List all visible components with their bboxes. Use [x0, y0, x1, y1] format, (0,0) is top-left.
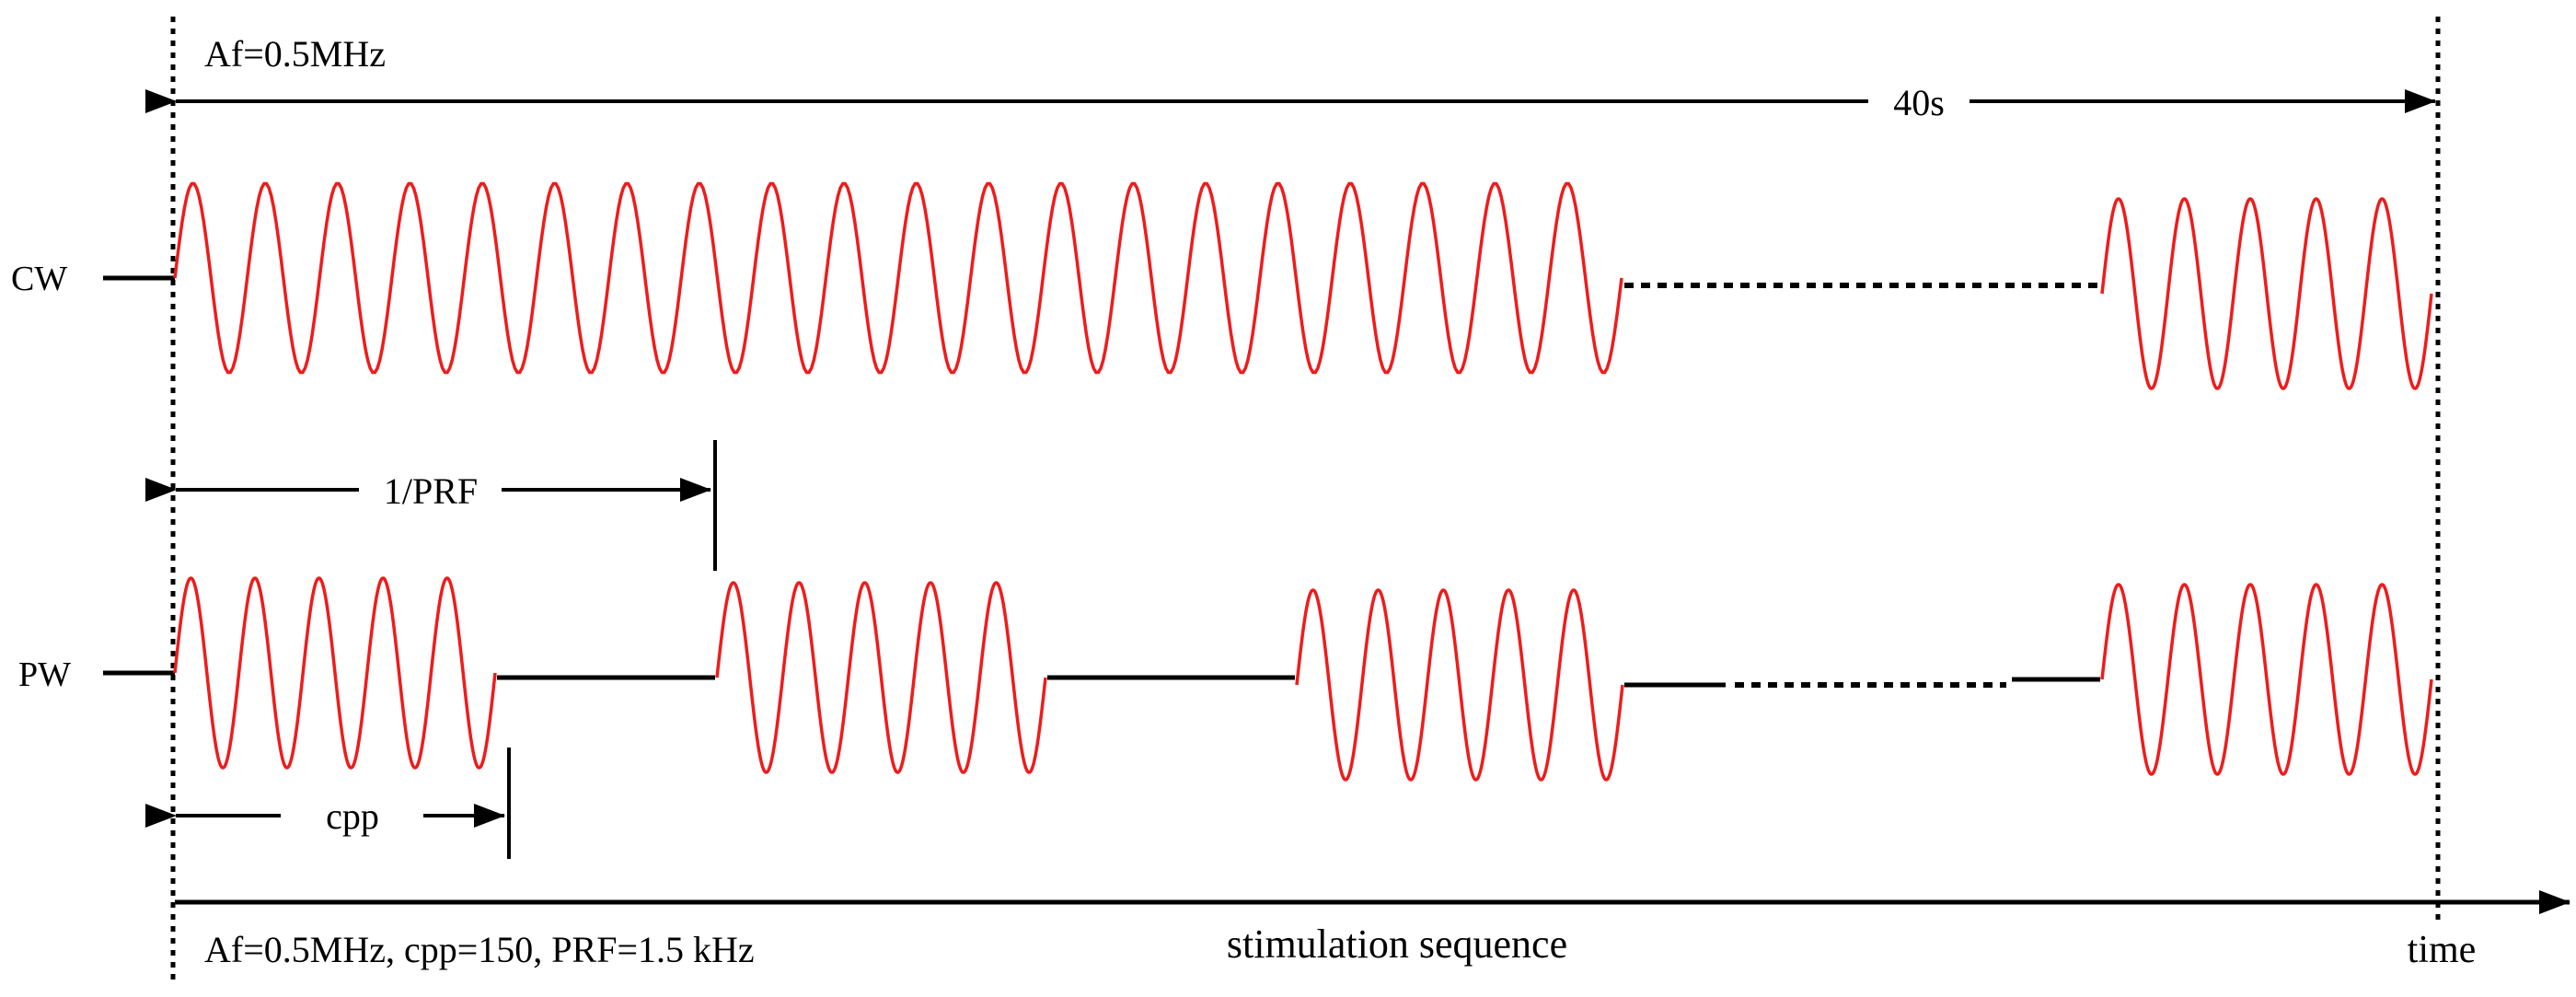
- cpp-label: cpp: [326, 795, 379, 837]
- pw-burst-4: [2100, 583, 2433, 776]
- axis-title-label: stimulation sequence: [1227, 922, 1567, 967]
- duration-label: 40s: [1893, 82, 1945, 123]
- pw-burst-1: [173, 576, 497, 770]
- time-label: time: [2408, 929, 2477, 971]
- cw-label: CW: [11, 260, 67, 298]
- bottom-params-label: Af=0.5MHz, cpp=150, PRF=1.5 kHz: [204, 929, 755, 970]
- cw-wave-main: [173, 181, 1623, 375]
- pw-label: PW: [18, 655, 71, 694]
- cw-wave-tail: [2100, 197, 2433, 390]
- pw-burst-3: [1295, 588, 1624, 782]
- prf-period-label: 1/PRF: [384, 470, 478, 512]
- pw-burst-2: [715, 581, 1047, 774]
- top-af-label: Af=0.5MHz: [204, 33, 386, 75]
